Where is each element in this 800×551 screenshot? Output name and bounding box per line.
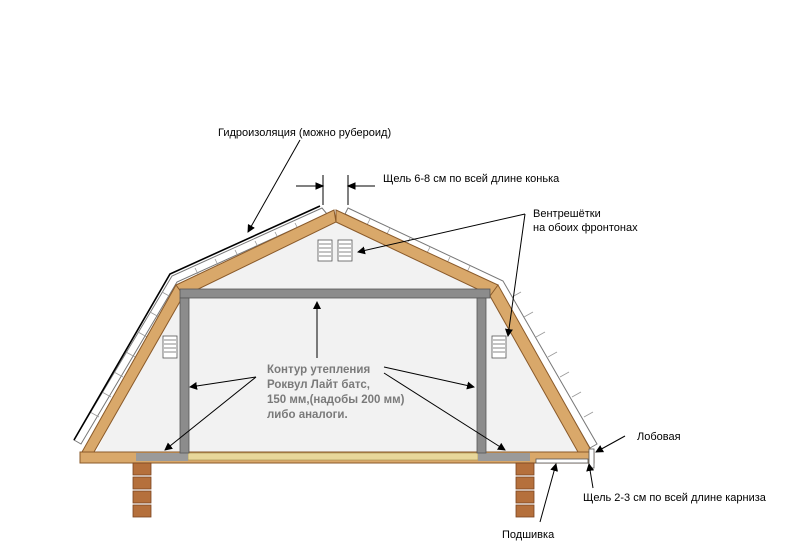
- waterproofing-membrane: [73, 205, 321, 441]
- label-vents-line1: Вентрешётки: [533, 208, 601, 220]
- arrow-insulation-right-floor: [383, 372, 506, 451]
- insulation-line4: либо аналоги.: [267, 409, 348, 421]
- arrow-fascia: [595, 435, 626, 453]
- arrow-vent-ridge: [357, 213, 526, 255]
- arrow-insulation-right-wall: [383, 366, 475, 390]
- soffit-board: [535, 458, 589, 464]
- fascia-board: [588, 448, 595, 469]
- label-eave-gap: Щель 2-3 см по всей длине карниза: [583, 492, 767, 504]
- ridge-gap-marker: [296, 175, 375, 205]
- leader-arrows: [164, 139, 626, 523]
- brick-wall-left: [132, 462, 152, 518]
- label-vents-line2: на обоих фронтонах: [533, 222, 638, 234]
- insulation-line2: Роквул Лайт батс,: [267, 379, 370, 391]
- arrow-waterproofing: [247, 139, 301, 233]
- floor-insulation-right: [478, 453, 530, 461]
- arrow-soffit: [539, 463, 558, 523]
- vent-ridge-left: [317, 239, 333, 262]
- vent-side-left: [162, 335, 178, 359]
- vent-ridge-right: [337, 239, 353, 262]
- arrow-eave-gap: [586, 463, 595, 489]
- vent-side-right: [491, 335, 507, 359]
- insulation-line1: Контур утепления: [267, 364, 370, 376]
- rafters: [81, 209, 593, 453]
- floor-insulation-left: [136, 453, 188, 461]
- floor-board: [187, 452, 479, 461]
- label-ridge-gap: Щель 6-8 см по всей длине конька: [383, 173, 560, 185]
- roof-tile-strokes-right: [365, 218, 594, 418]
- arrow-insulation-left-floor: [164, 376, 257, 451]
- label-waterproofing: Гидроизоляция (можно рубероид): [218, 127, 391, 139]
- arrow-insulation-left-wall: [189, 376, 257, 390]
- arrow-vent-side: [505, 213, 526, 337]
- vent-slats: [164, 243, 505, 353]
- label-fascia: Лобовая: [637, 431, 681, 443]
- insulation-frame: [179, 288, 491, 454]
- label-soffit: Подшивка: [502, 529, 555, 541]
- brick-wall-right: [515, 462, 535, 518]
- insulation-line3: 150 мм,(надобы 200 мм): [267, 394, 405, 406]
